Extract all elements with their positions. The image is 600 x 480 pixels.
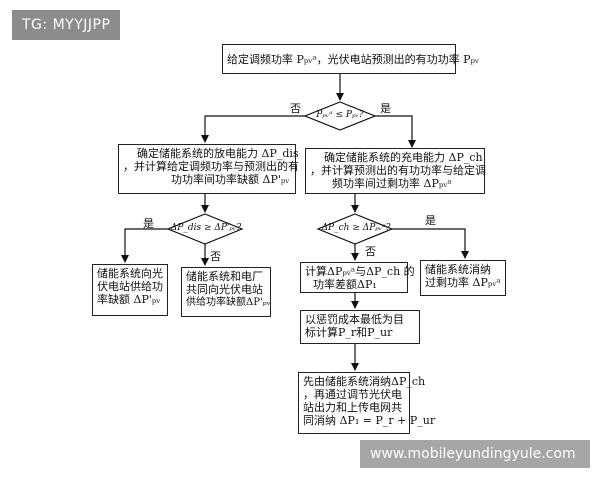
final-box: 先由储能系统消纳ΔP_ch ，再通过调节光伏电 站出力和上传电网共 同消纳 ΔP… bbox=[298, 372, 436, 434]
absorb-line-1: 储能系统消纳 bbox=[425, 263, 491, 276]
decision-2-no-label: 否 bbox=[210, 250, 221, 263]
decision-3-no-label: 否 bbox=[365, 245, 376, 258]
decision-1-yes-label: 是 bbox=[380, 102, 391, 115]
decision-1-text: Pₚᵥᵃ ≤ Pₚᵥ? bbox=[316, 110, 364, 120]
joint-supply-line-3: 供给功率缺额ΔP'ₚᵥ bbox=[186, 297, 271, 308]
decision-3-yes-label: 是 bbox=[425, 214, 436, 227]
decision-2-yes-label: 是 bbox=[143, 217, 154, 230]
diff-calc-line-2: 功率差额ΔP₁ bbox=[313, 278, 377, 291]
start-box: 给定调频功率 Pₚᵥᵃ，光伏电站预测出的有功功率 Pₚᵥ bbox=[222, 44, 480, 74]
final-line-1: 先由储能系统消纳ΔP_ch bbox=[303, 375, 426, 388]
charge-box: 确定储能系统的充电能力 ΔP_ch ，并计算预测出的有功功率与给定调 频功率间过… bbox=[305, 148, 486, 194]
storage-supply-line-2: 伏电站供给功 bbox=[97, 280, 163, 293]
storage-supply-box: 储能系统向光 伏电站供给功 率缺额 ΔP'ₚᵥ bbox=[92, 264, 168, 316]
discharge-box: 确定储能系统的放电能力 ΔP_dis ，并计算给定调频功率与预测出的有 功功率间… bbox=[118, 144, 299, 194]
charge-line-3: 频功率间过剩功率 ΔPₚᵥᵃ bbox=[332, 177, 452, 190]
storage-supply-line-1: 储能系统向光 bbox=[97, 267, 163, 280]
start-text: 给定调频功率 Pₚᵥᵃ，光伏电站预测出的有功功率 Pₚᵥ bbox=[227, 53, 480, 66]
discharge-line-1: 确定储能系统的放电能力 ΔP_dis bbox=[137, 147, 299, 160]
watermark-top-left: TG: MYYJJPP bbox=[12, 10, 121, 40]
joint-supply-box: 储能系统和电厂 共同向光伏电站 供给功率缺额ΔP'ₚᵥ bbox=[181, 267, 271, 317]
decision-2-text: ΔP_dis ≥ ΔP'ₚᵥ? bbox=[170, 223, 242, 233]
final-line-2: ，再通过调节光伏电 bbox=[303, 388, 402, 401]
absorb-line-2: 过剩功率 ΔPₚᵥᵃ bbox=[425, 276, 501, 289]
optimize-line-1: 以惩罚成本最低为目 bbox=[305, 313, 404, 326]
joint-supply-line-1: 储能系统和电厂 bbox=[186, 270, 263, 283]
discharge-line-2: ，并计算给定调频功率与预测出的有 bbox=[123, 160, 299, 173]
absorb-box: 储能系统消纳 过剩功率 ΔPₚᵥᵃ bbox=[420, 260, 506, 296]
diff-calc-line-1: 计算ΔPₚᵥᵃ与ΔP_ch 的 bbox=[305, 265, 415, 278]
optimize-line-2: 标计算P_r和P_ur bbox=[305, 326, 393, 339]
decision-3-text: ΔP_ch ≥ ΔPₚᵥᵃ? bbox=[321, 223, 391, 233]
storage-supply-line-3: 率缺额 ΔP'ₚᵥ bbox=[97, 293, 161, 306]
final-line-4: 同消纳 ΔP₁ = P_r + P_ur bbox=[303, 414, 436, 427]
watermark-bottom-right: www.mobileyundingyule.com bbox=[360, 440, 590, 468]
diff-calc-box: 计算ΔPₚᵥᵃ与ΔP_ch 的 功率差额ΔP₁ bbox=[300, 262, 415, 293]
decision-1-no-label: 否 bbox=[290, 102, 301, 115]
discharge-line-3: 功功率间功率缺额 ΔP'ₚᵥ bbox=[171, 173, 290, 186]
optimize-box: 以惩罚成本最低为目 标计算P_r和P_ur bbox=[300, 310, 420, 344]
charge-line-2: ，并计算预测出的有功功率与给定调 bbox=[310, 164, 486, 177]
charge-line-1: 确定储能系统的充电能力 ΔP_ch bbox=[324, 151, 483, 164]
joint-supply-line-2: 共同向光伏电站 bbox=[186, 283, 263, 296]
decision-1-diamond bbox=[303, 101, 377, 131]
final-line-3: 站出力和上传电网共 bbox=[303, 401, 402, 414]
